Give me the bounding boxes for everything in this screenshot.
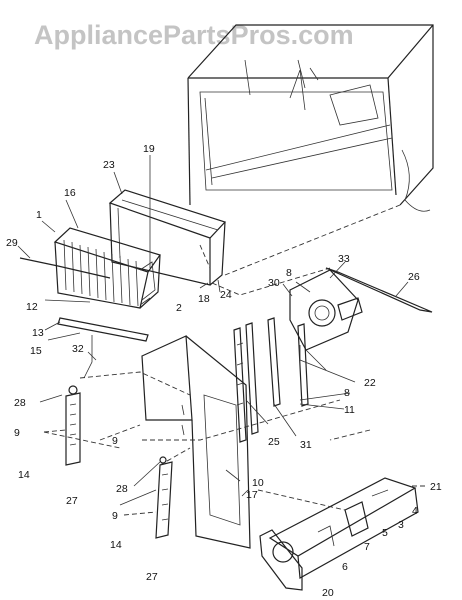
hinge-bracket-upper — [65, 385, 81, 466]
callout-leaders — [17, 155, 409, 506]
callout-26: 26 — [408, 271, 420, 283]
callout-21: 21 — [430, 481, 442, 493]
rear-rail — [325, 267, 433, 313]
callout-27a: 27 — [66, 495, 78, 507]
callout-33: 33 — [338, 253, 350, 265]
callout-28b: 28 — [116, 483, 128, 495]
callout-18: 18 — [198, 293, 210, 305]
callout-8a: 8 — [286, 267, 292, 279]
vertical-rails — [233, 317, 309, 443]
callout-15: 15 — [30, 345, 42, 357]
callout-11: 11 — [344, 404, 355, 416]
control-housing — [259, 477, 419, 591]
tubing-line — [19, 257, 111, 279]
callout-14b: 14 — [110, 539, 122, 551]
evaporator-coil — [53, 227, 161, 309]
callout-8b: 8 — [344, 387, 350, 399]
duct-panel — [141, 335, 251, 549]
callout-17: 17 — [246, 489, 258, 501]
callout-12: 12 — [26, 301, 38, 313]
callout-1: 1 — [36, 209, 42, 221]
heater-wire — [83, 335, 93, 379]
callout-20: 20 — [322, 587, 334, 599]
callout-6: 6 — [342, 561, 348, 573]
callout-4: 4 — [412, 505, 418, 517]
callout-31: 31 — [300, 439, 312, 451]
callout-25: 25 — [268, 436, 280, 448]
assembly-leader-lines — [43, 204, 428, 516]
callout-2: 2 — [176, 302, 182, 314]
evaporator-housing — [108, 189, 227, 286]
part-callouts: 1 2 3 4 5 6 7 8 8 9 9 9 10 11 12 13 14 1… — [6, 143, 442, 599]
callout-19: 19 — [143, 143, 155, 155]
callout-22: 22 — [364, 377, 376, 389]
callout-10: 10 — [252, 477, 264, 489]
callout-9c: 9 — [112, 510, 118, 522]
hinge-bracket-lower — [155, 456, 173, 539]
callout-28a: 28 — [14, 397, 26, 409]
callout-24: 24 — [220, 289, 232, 301]
callout-13: 13 — [32, 327, 44, 339]
callout-14a: 14 — [18, 469, 30, 481]
callout-9b: 9 — [112, 435, 118, 447]
callout-3: 3 — [398, 519, 404, 531]
callout-27b: 27 — [146, 571, 158, 583]
cabinet-liner — [187, 24, 434, 212]
callout-16: 16 — [64, 187, 76, 199]
callout-5: 5 — [382, 527, 388, 539]
callout-29: 29 — [6, 237, 18, 249]
callout-7: 7 — [364, 541, 370, 553]
callout-32: 32 — [72, 343, 84, 355]
callout-9a: 9 — [14, 427, 20, 439]
callout-23: 23 — [103, 159, 115, 171]
callout-30: 30 — [268, 277, 280, 289]
defrost-heater — [57, 317, 149, 342]
